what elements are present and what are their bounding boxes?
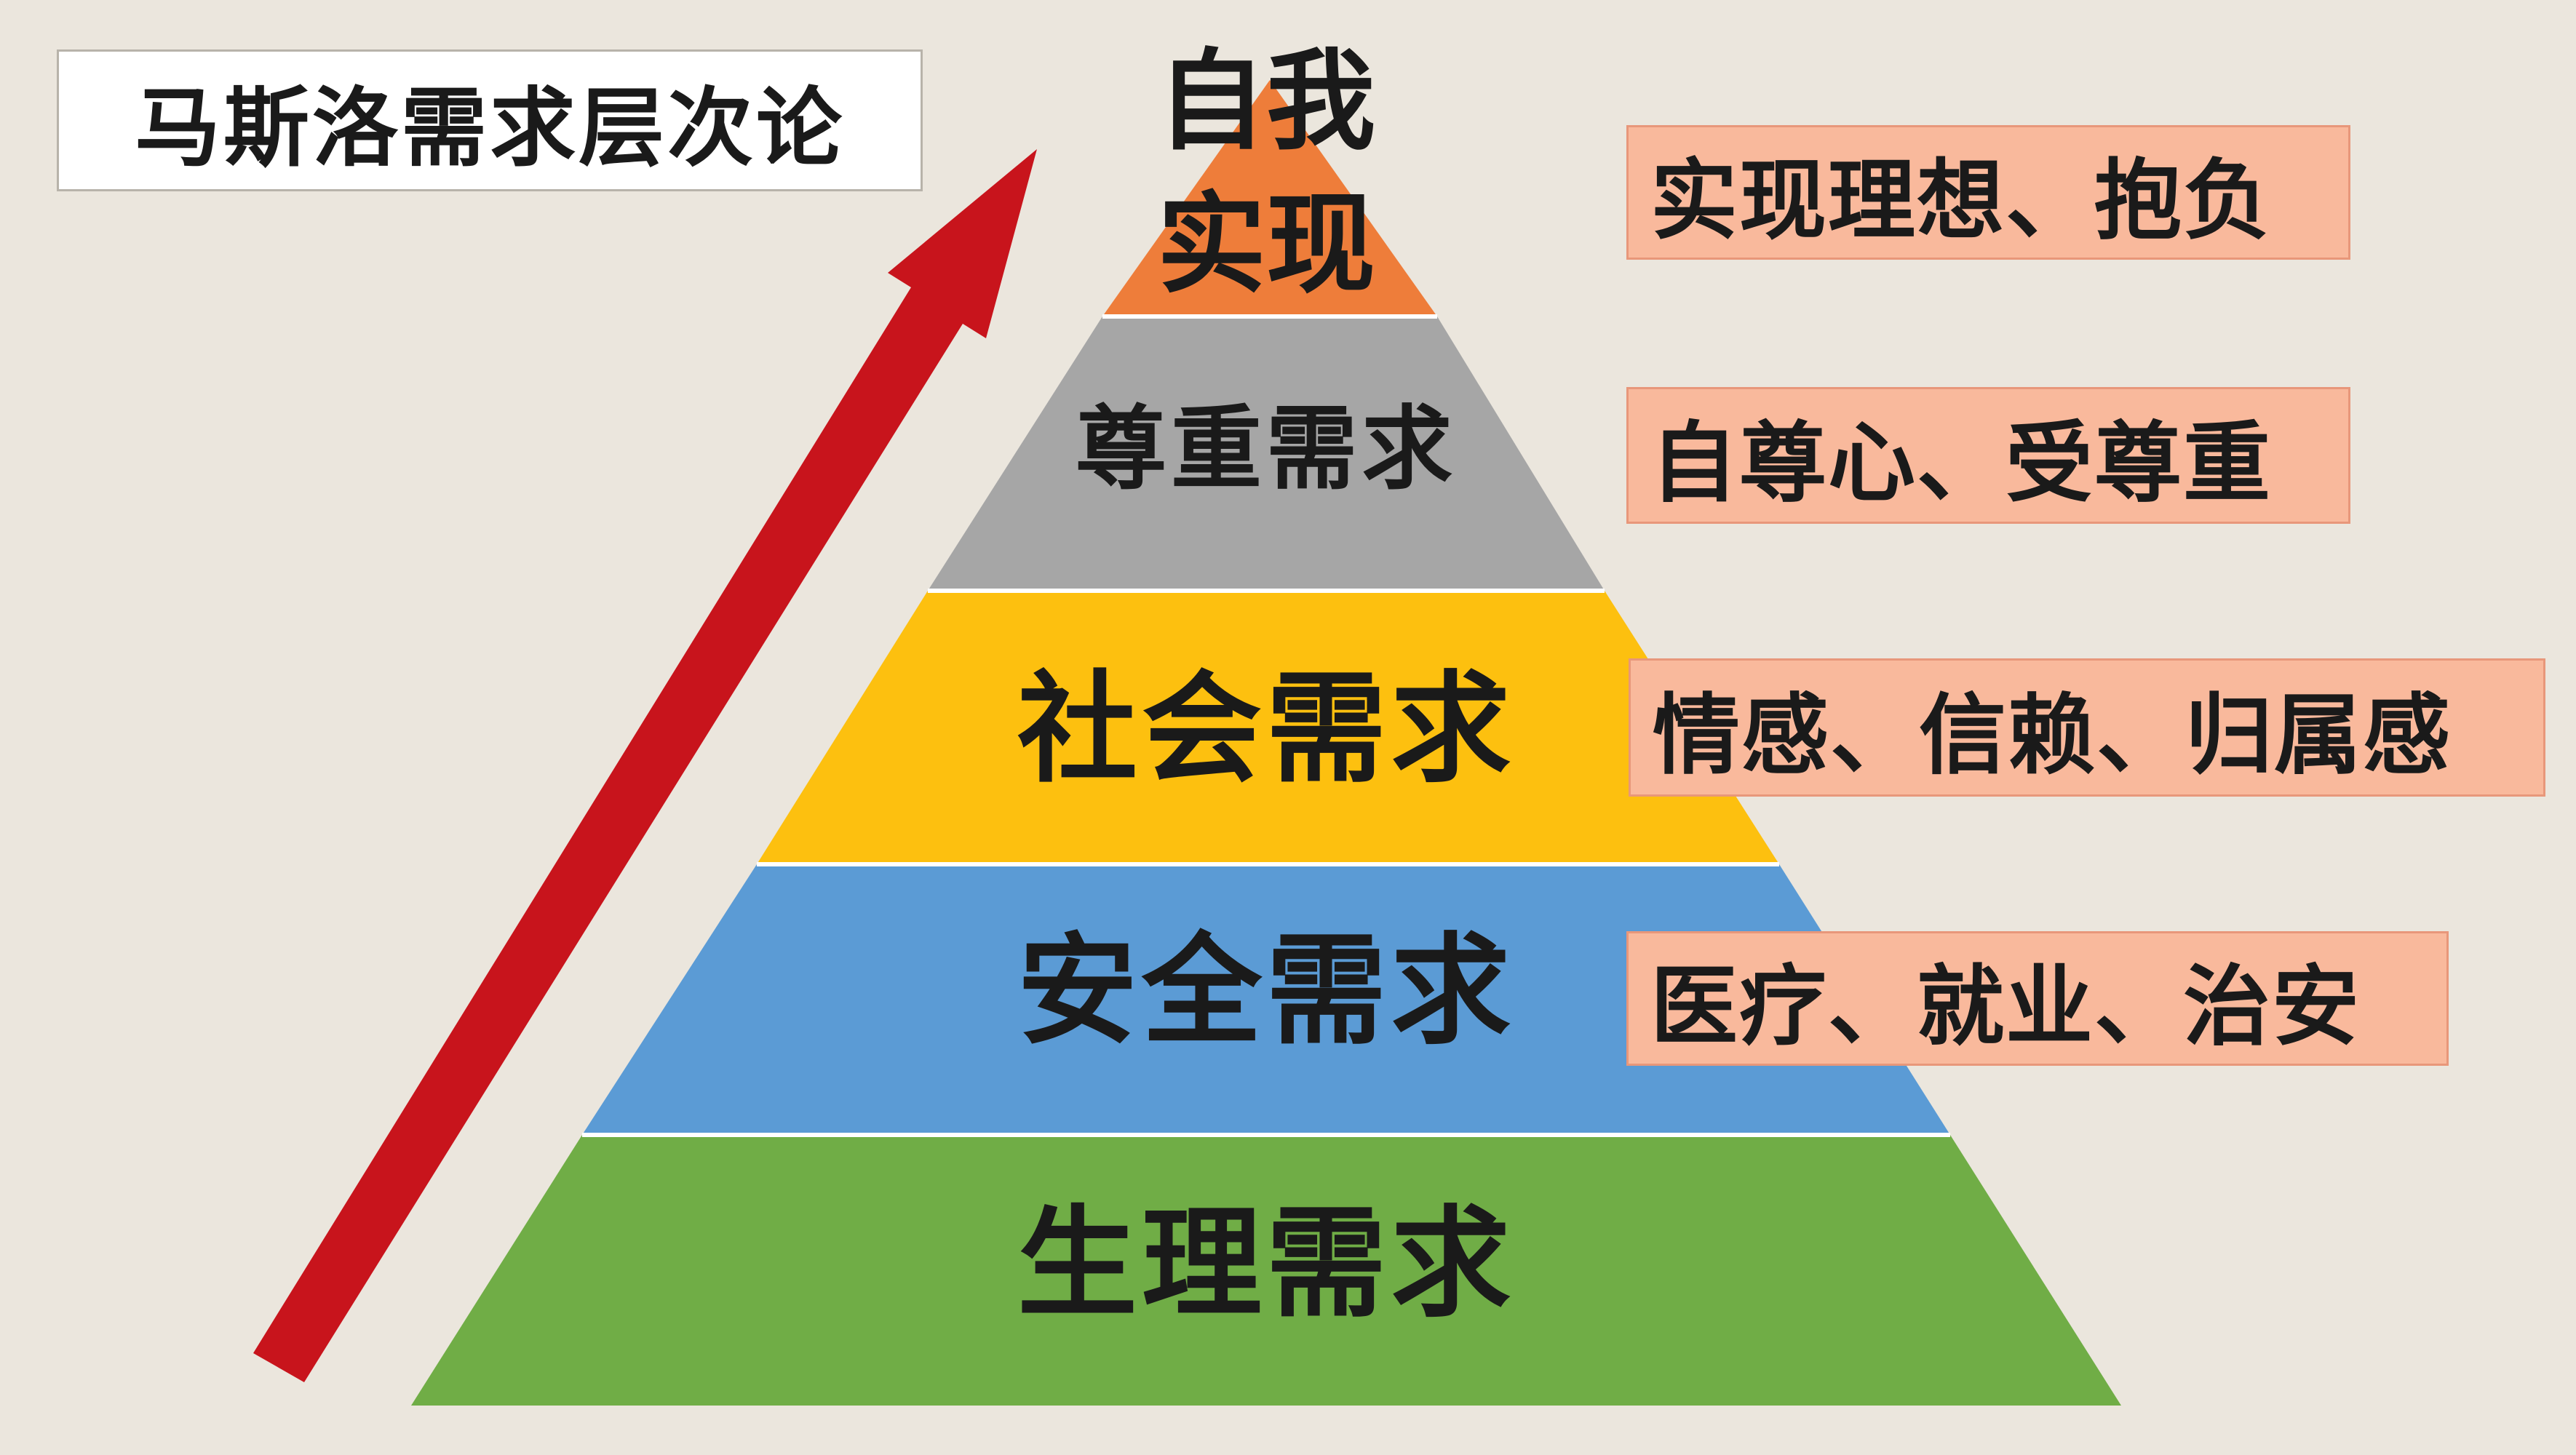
pyramid-layer-physiological — [411, 1135, 2121, 1406]
pyramid-layer-social — [757, 591, 1779, 864]
desc-safety: 医疗、就业、治安 — [1626, 931, 2449, 1066]
level-label-self-actualization-line1: 自我 — [1156, 39, 1375, 165]
up-arrow-icon — [253, 149, 1037, 1382]
level-label-esteem: 尊重需求 — [1076, 396, 1457, 502]
desc-esteem: 自尊心、受尊重 — [1626, 387, 2350, 524]
level-label-physiological: 生理需求 — [1017, 1194, 1515, 1334]
desc-self-actualization: 实现理想、抱负 — [1626, 125, 2350, 260]
pyramid-layer-self-actualization — [1102, 80, 1437, 316]
layer-dividers — [582, 314, 1950, 1137]
diagram-title: 马斯洛需求层次论 — [57, 49, 923, 191]
desc-social: 情感、信赖、归属感 — [1629, 658, 2545, 797]
level-label-self-actualization-line2: 实现 — [1156, 182, 1375, 308]
pyramid-layer-esteem — [928, 316, 1605, 591]
level-label-safety: 安全需求 — [1017, 921, 1515, 1061]
pyramid-layer-safety — [582, 864, 1950, 1135]
level-label-social: 社会需求 — [1017, 659, 1515, 799]
